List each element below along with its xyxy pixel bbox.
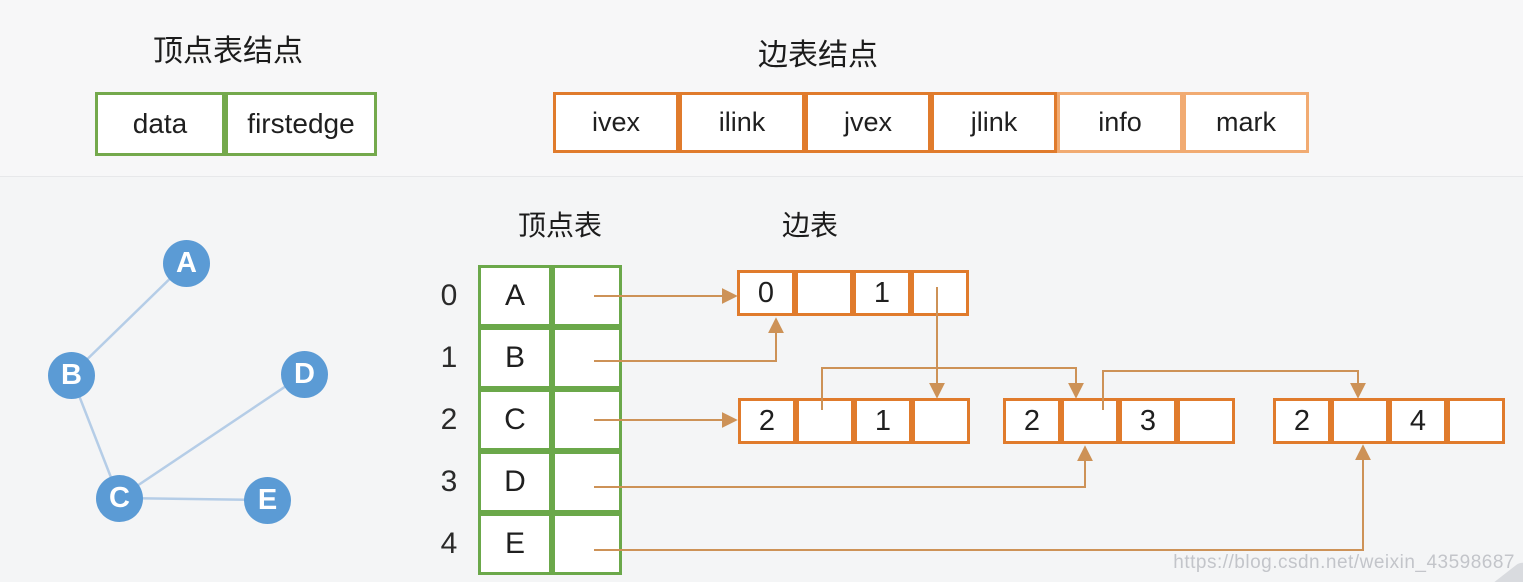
watermark-url: https://blog.csdn.net/weixin_43598687 bbox=[1173, 552, 1515, 573]
ivex-cell: 2 bbox=[1003, 398, 1061, 444]
edge-node-struct: ivex ilink jvex jlink info mark bbox=[553, 92, 1309, 153]
edge-list-title: 边表 bbox=[781, 210, 839, 241]
vertex-table-row: D bbox=[478, 451, 622, 513]
vertex-firstedge-cell bbox=[552, 451, 622, 513]
graph-vertex-d: D bbox=[281, 351, 328, 398]
graph-vertex-e-label: E bbox=[257, 484, 278, 516]
vertex-index-2: 2 bbox=[440, 403, 458, 436]
vertex-table-row: A bbox=[478, 265, 622, 327]
vertex-node-struct: data firstedge bbox=[95, 92, 377, 156]
mark-field-cell: mark bbox=[1183, 92, 1309, 153]
ivex-cell: 2 bbox=[1273, 398, 1331, 444]
section-divider bbox=[0, 176, 1523, 177]
ivex-field-cell: ivex bbox=[553, 92, 679, 153]
vertex-firstedge-cell bbox=[552, 513, 622, 575]
jvex-cell: 4 bbox=[1389, 398, 1447, 444]
pointer-arrow-e-to-node4 bbox=[594, 444, 1371, 551]
vertex-table: A B C D E bbox=[478, 265, 622, 575]
jvex-cell: 3 bbox=[1119, 398, 1177, 444]
vertex-firstedge-cell bbox=[552, 389, 622, 451]
jlink-cell bbox=[911, 270, 969, 316]
vertex-node-title: 顶点表结点 bbox=[153, 35, 303, 68]
graph-vertex-b-label: B bbox=[61, 359, 82, 391]
jvex-field-cell: jvex bbox=[805, 92, 931, 153]
vertex-table-row: C bbox=[478, 389, 622, 451]
graph-vertex-c-label: C bbox=[109, 482, 130, 514]
ivex-cell: 2 bbox=[738, 398, 796, 444]
jvex-cell: 1 bbox=[853, 270, 911, 316]
graph-vertex-e: E bbox=[244, 477, 291, 524]
edge-node-title: 边表结点 bbox=[758, 39, 878, 72]
edge-node-3: 2 3 bbox=[1003, 398, 1235, 444]
data-field-cell: data bbox=[95, 92, 225, 156]
vertex-index-3: 3 bbox=[440, 465, 458, 498]
jlink-field-cell: jlink bbox=[931, 92, 1057, 153]
vertex-index-4: 4 bbox=[440, 527, 458, 560]
vertex-data-cell: A bbox=[478, 265, 552, 327]
vertex-table-title: 顶点表 bbox=[517, 210, 603, 241]
graph-vertex-a-label: A bbox=[176, 247, 197, 279]
graph-vertex-d-label: D bbox=[294, 358, 315, 390]
vertex-index-1: 1 bbox=[440, 341, 458, 374]
edge-node-4: 2 4 bbox=[1273, 398, 1505, 444]
edge-node-2: 2 1 bbox=[738, 398, 970, 444]
graph-vertex-a: A bbox=[163, 240, 210, 287]
vertex-firstedge-cell bbox=[552, 265, 622, 327]
pointer-arrow-d-to-node3 bbox=[594, 445, 1093, 488]
vertex-table-row: B bbox=[478, 327, 622, 389]
ivex-cell: 0 bbox=[737, 270, 795, 316]
vertex-data-cell: B bbox=[478, 327, 552, 389]
vertex-data-cell: C bbox=[478, 389, 552, 451]
ilink-cell bbox=[796, 398, 854, 444]
jvex-cell: 1 bbox=[854, 398, 912, 444]
vertex-firstedge-cell bbox=[552, 327, 622, 389]
jlink-cell bbox=[1177, 398, 1235, 444]
ilink-field-cell: ilink bbox=[679, 92, 805, 153]
firstedge-field-cell: firstedge bbox=[225, 92, 377, 156]
vertex-data-cell: E bbox=[478, 513, 552, 575]
jlink-cell bbox=[912, 398, 970, 444]
graph-vertex-b: B bbox=[48, 352, 95, 399]
vertex-data-cell: D bbox=[478, 451, 552, 513]
edge-node-1: 0 1 bbox=[737, 270, 969, 316]
vertex-index-0: 0 bbox=[440, 279, 458, 312]
ilink-cell bbox=[1331, 398, 1389, 444]
graph-vertex-c: C bbox=[96, 475, 143, 522]
info-field-cell: info bbox=[1057, 92, 1183, 153]
ilink-cell bbox=[795, 270, 853, 316]
ilink-cell bbox=[1061, 398, 1119, 444]
vertex-table-row: E bbox=[478, 513, 622, 575]
jlink-cell bbox=[1447, 398, 1505, 444]
